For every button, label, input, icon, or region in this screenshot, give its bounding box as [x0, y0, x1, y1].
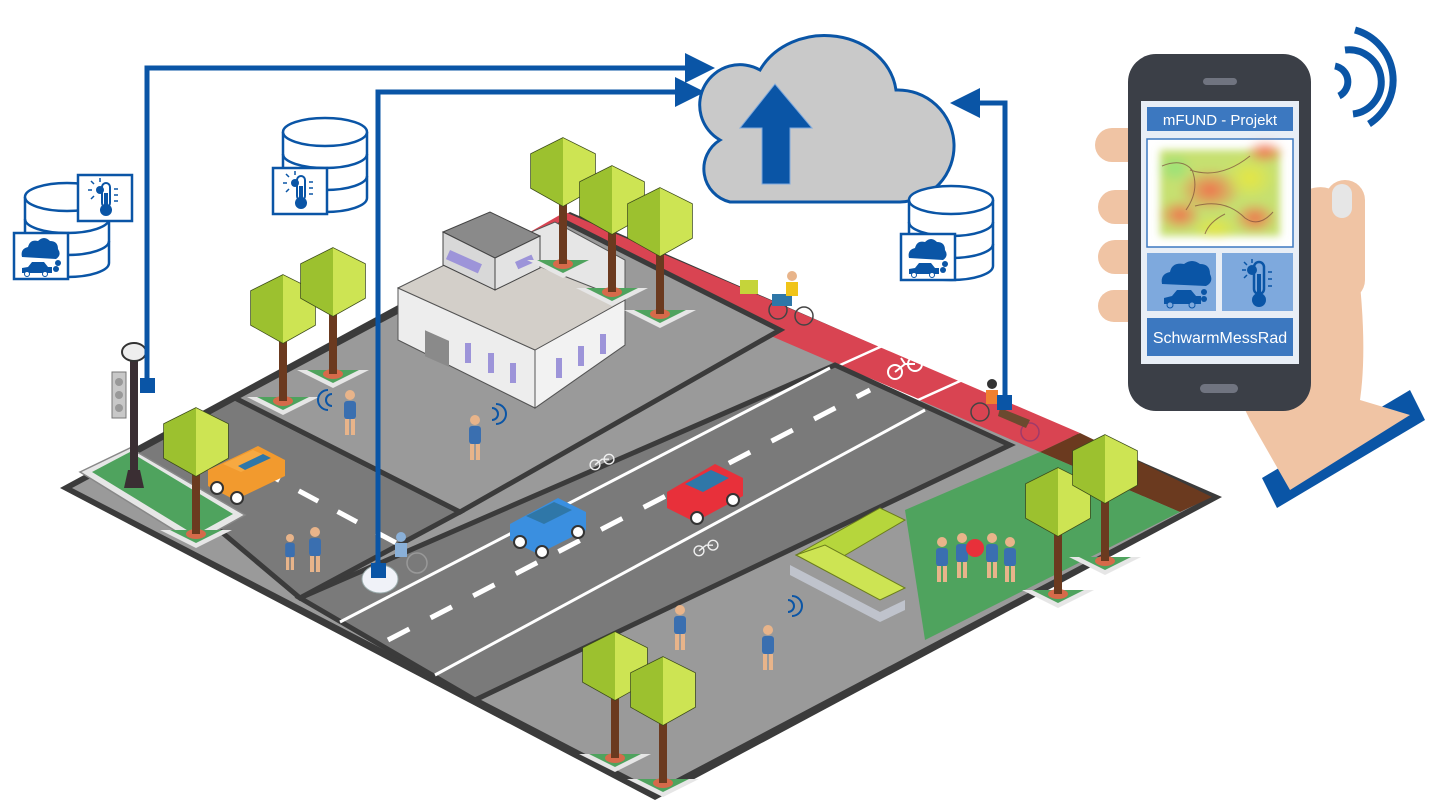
car-red — [667, 464, 743, 525]
city-board — [60, 212, 1222, 800]
data-connectors — [144, 53, 1008, 570]
connector-traffic-light-to-cloud — [144, 53, 715, 385]
database-traffic-light — [12, 173, 134, 281]
phone-speaker — [1203, 78, 1237, 85]
phone-home-button[interactable] — [1200, 384, 1238, 393]
connector-cargo-bike-to-cloud — [950, 88, 1008, 400]
wireless-signal-icons — [317, 389, 803, 617]
tile-temperature[interactable] — [1222, 253, 1293, 311]
app-header-bar — [1147, 107, 1293, 131]
lane-edge-line — [434, 408, 926, 677]
connector-sensor-bike-to-cloud — [375, 77, 705, 570]
cyclist-with-trailer — [740, 271, 814, 326]
bike-symbol — [887, 356, 923, 380]
thermometer-sun-icon — [76, 173, 134, 223]
car-orange — [208, 446, 285, 505]
lane-center-dashes — [386, 387, 872, 643]
air-pollution-car-icon — [899, 232, 957, 282]
app-footer-bar[interactable] — [1147, 318, 1293, 356]
lane-edge-line — [339, 366, 831, 624]
app-footer-label: SchwarmMessRad — [1153, 330, 1287, 347]
tile-air-quality[interactable] — [1147, 253, 1216, 311]
park-bench — [790, 507, 907, 622]
main-road — [294, 362, 1016, 703]
car-blue — [510, 498, 586, 559]
cloud-icon — [698, 34, 956, 204]
cargo-bike-cyclist — [970, 379, 1040, 442]
road-bike-marking — [589, 453, 615, 471]
sensor-node-traffic-light — [140, 378, 155, 393]
heatmap-icon[interactable] — [1146, 138, 1294, 248]
air-pollution-car-icon — [12, 231, 70, 281]
app-header-label: mFUND - Projekt — [1163, 112, 1278, 129]
database-cargo-bike — [899, 184, 995, 282]
thermometer-sun-icon — [1242, 259, 1272, 307]
database-sensor-bike — [271, 116, 369, 216]
bbq-grill — [966, 539, 984, 557]
air-pollution-car-icon — [1161, 261, 1212, 309]
sensor-node-cargo-bike — [997, 395, 1012, 410]
sensor-node-sensor-bike — [371, 563, 386, 578]
road-bike-marking — [693, 539, 719, 557]
traffic-light-pole — [111, 342, 147, 488]
upload-arrow-icon — [738, 83, 814, 185]
hand-holding-phone: mFUND - Projekt — [1095, 54, 1425, 508]
thermometer-sun-icon — [271, 166, 329, 216]
wireless-signal-icon — [1333, 26, 1397, 127]
people — [285, 390, 1016, 670]
